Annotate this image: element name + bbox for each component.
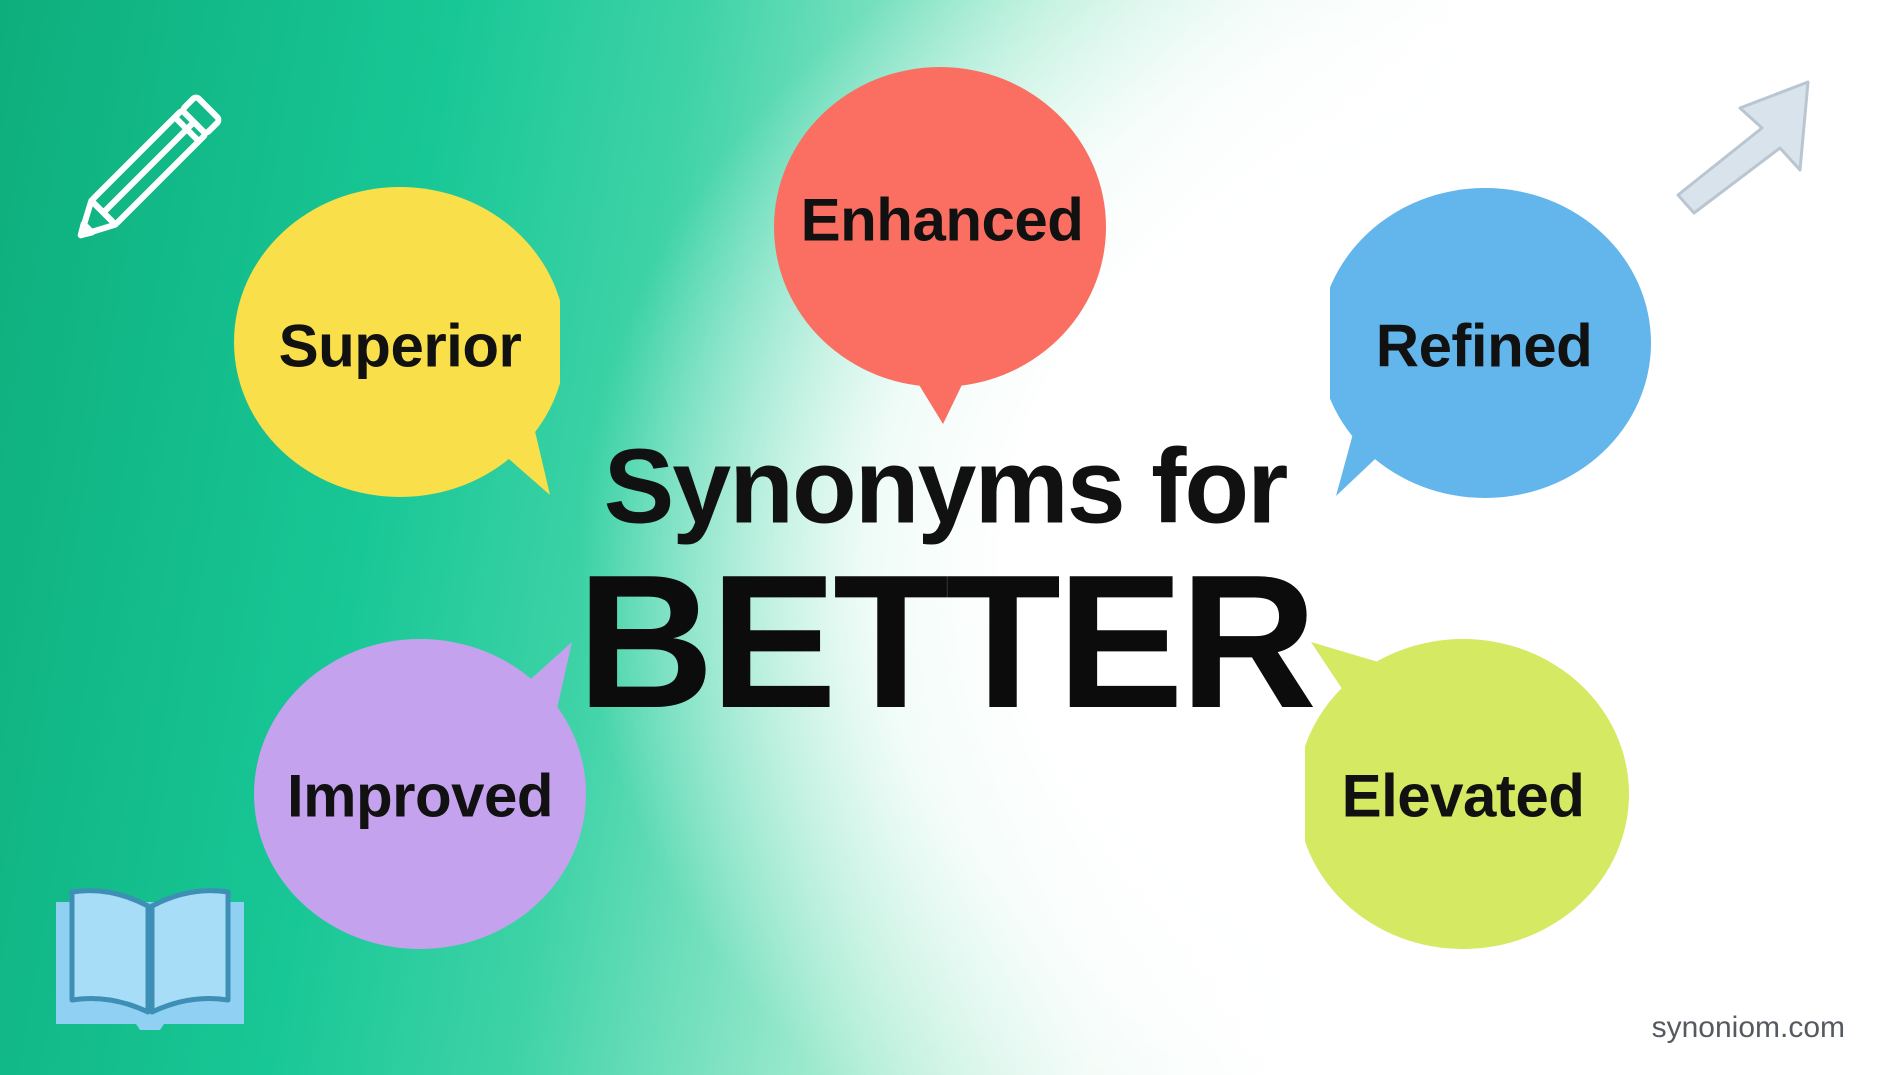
bubble-word-enhanced: Enhanced: [800, 186, 1084, 254]
title-line-2: BETTER: [577, 536, 1317, 748]
arrow-up-right-icon: [1676, 80, 1810, 215]
speech-bubble-enhanced: [774, 67, 1106, 424]
title-line-1: Synonyms for: [603, 427, 1289, 546]
speech-bubble-superior: [234, 187, 560, 497]
bubble-word-superior: Superior: [278, 312, 522, 380]
bubble-word-improved: Improved: [286, 762, 554, 830]
watermark-text: synoniom.com: [1651, 1011, 1845, 1044]
bubble-word-elevated: Elevated: [1341, 762, 1585, 830]
bubble-word-refined: Refined: [1375, 312, 1593, 380]
open-book-icon: [56, 888, 244, 1030]
speech-bubble-elevated: [1305, 639, 1629, 949]
speech-bubble-refined: [1330, 188, 1651, 498]
pencil-icon: [77, 94, 222, 239]
speech-bubble-improved: [254, 639, 586, 949]
